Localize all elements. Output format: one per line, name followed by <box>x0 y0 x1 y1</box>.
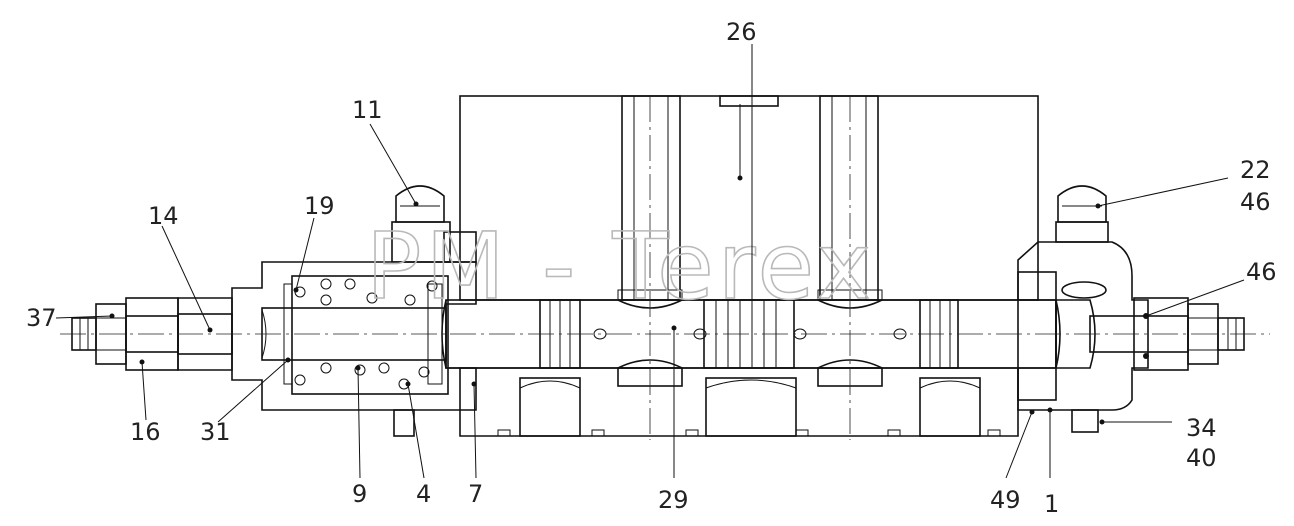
plug-bottom-right <box>393 409 1099 437</box>
callout-37: 37 <box>26 304 57 332</box>
callout-14: 14 <box>148 202 179 230</box>
callout-19: 19 <box>304 192 335 220</box>
callout-31: 31 <box>200 418 231 446</box>
callout-11: 11 <box>352 96 383 124</box>
callout-labels: 26 11 19 14 37 16 31 9 4 7 29 49 1 22 46… <box>26 18 1277 518</box>
callout-49: 49 <box>990 486 1021 514</box>
callout-26: 26 <box>726 18 757 46</box>
leader-lines <box>55 44 1245 479</box>
callout-46-top: 46 <box>1240 188 1271 216</box>
right-port-fitting <box>1055 185 1109 243</box>
callout-1: 1 <box>1044 490 1059 518</box>
callout-22: 22 <box>1240 156 1271 184</box>
callout-16: 16 <box>130 418 161 446</box>
watermark-text: PM - Terex <box>366 213 875 320</box>
callout-7: 7 <box>468 480 483 508</box>
callout-34: 34 <box>1186 414 1217 442</box>
centerlines <box>60 96 1270 440</box>
right-end-cap <box>1017 241 1245 411</box>
callout-40: 40 <box>1186 444 1217 472</box>
leader-dots <box>109 175 1105 425</box>
callout-4: 4 <box>416 480 431 508</box>
callout-29: 29 <box>658 486 689 514</box>
callout-46-right: 46 <box>1246 258 1277 286</box>
left-port-fitting <box>391 185 477 263</box>
left-spring-cap <box>231 261 477 411</box>
valve-body-lower <box>459 367 1019 437</box>
callout-9: 9 <box>352 480 367 508</box>
